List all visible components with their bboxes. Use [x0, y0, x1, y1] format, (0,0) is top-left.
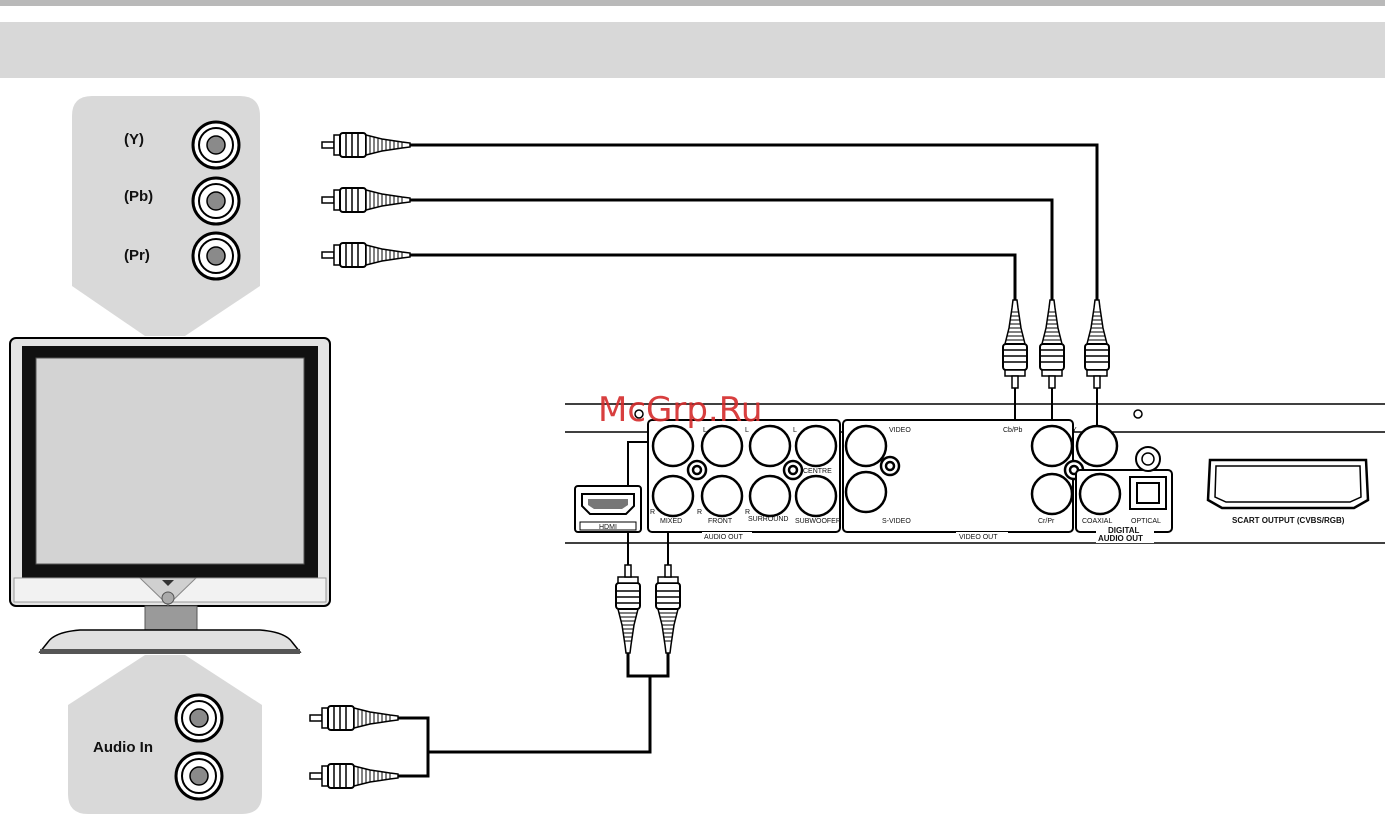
hdmi-label: HDMI: [599, 524, 617, 531]
mixed-label: MIXED: [660, 518, 682, 525]
plug-audio-r-tv: [310, 764, 398, 788]
plug-audio-r-player: [656, 565, 680, 653]
tv-jack-pr[interactable]: [193, 233, 239, 279]
watermark: McGrp.Ru: [598, 390, 762, 430]
tv-input-label-pr: (Pr): [124, 247, 150, 264]
centre-label: CENTRE: [803, 468, 832, 475]
optical-label: OPTICAL: [1131, 518, 1161, 525]
digital-audio-out-label: AUDIO OUT: [1098, 534, 1143, 543]
audio-out-label: AUDIO OUT: [704, 534, 744, 541]
tv-jack-y[interactable]: [193, 122, 239, 168]
tv-jack-pb[interactable]: [193, 178, 239, 224]
cb-pb-label: Cb/Pb: [1003, 427, 1023, 434]
tv-audio-in-label: Audio In: [93, 739, 153, 756]
s-video-label: S-VIDEO: [882, 518, 911, 525]
video-out-label: VIDEO OUT: [959, 534, 998, 541]
tv-input-label-y: (Y): [124, 131, 144, 148]
tv-illustration: [10, 338, 330, 654]
y-label: Y: [1072, 427, 1077, 434]
scart-label: SCART OUTPUT (CVBS/RGB): [1232, 516, 1345, 525]
plug-audio-l-tv: [310, 706, 398, 730]
audio-r-label-2: R: [697, 509, 702, 516]
subwoofer-label: SUBWOOFER: [795, 518, 841, 525]
plug-audio-l-player: [616, 565, 640, 653]
plug-y-player: [1085, 300, 1109, 388]
audio-l-label-3: L: [793, 427, 797, 434]
tv-jack-audio-l[interactable]: [176, 695, 222, 741]
cr-pr-label: Cr/Pr: [1038, 518, 1055, 525]
plug-pb-player: [1040, 300, 1064, 388]
coaxial-label: COAXIAL: [1082, 518, 1112, 525]
video-label: VIDEO: [889, 427, 911, 434]
audio-r-label-1: R: [650, 509, 655, 516]
plug-pb-tv: [322, 188, 410, 212]
surround-label: SURROUND: [748, 516, 788, 523]
tv-jack-audio-r[interactable]: [176, 753, 222, 799]
audio-r-label-3: R: [745, 509, 750, 516]
tv-input-label-pb: (Pb): [124, 188, 153, 205]
plug-y-tv: [322, 133, 410, 157]
front-label: FRONT: [708, 518, 733, 525]
plug-pr-tv: [322, 243, 410, 267]
plug-pr-player: [1003, 300, 1027, 388]
audio-input-callout: [68, 655, 262, 814]
scart-port[interactable]: [1208, 460, 1368, 508]
